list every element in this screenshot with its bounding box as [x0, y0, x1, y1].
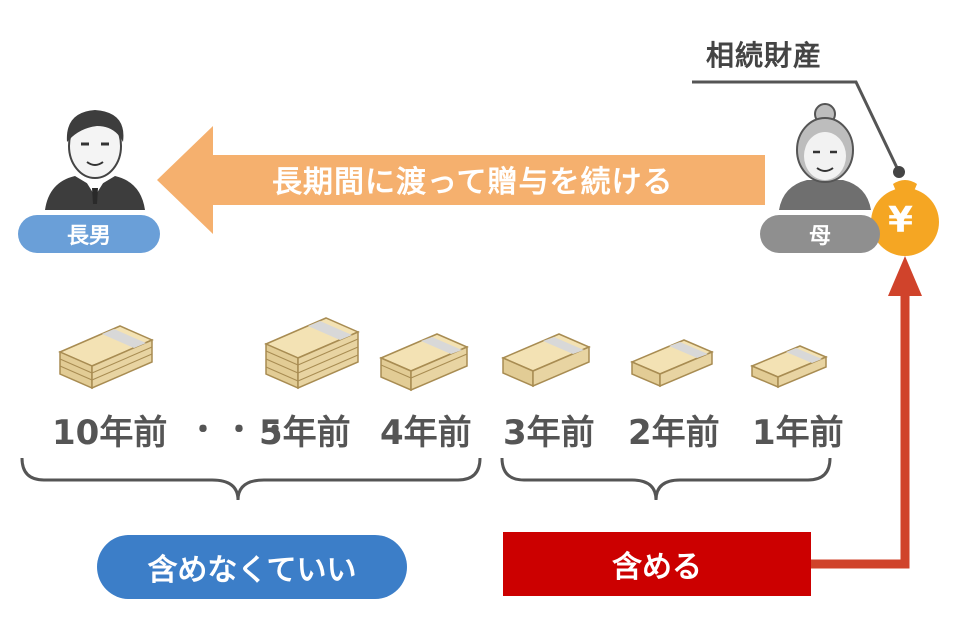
bills-3y-icon: [501, 333, 591, 388]
bills-4y-icon: [379, 333, 469, 392]
bills-10y-icon: [58, 325, 154, 390]
year-3: 3年前: [503, 413, 595, 453]
brace-included: [500, 457, 832, 501]
year-10: 10年前: [52, 413, 168, 453]
ellipsis: ・・・: [188, 413, 296, 448]
mother-avatar-icon: [779, 103, 871, 210]
bills-1y-icon: [750, 345, 828, 389]
leader-dot: [893, 166, 905, 178]
return-arrow-head: [888, 256, 922, 296]
estate-label: 相続財産: [706, 39, 823, 72]
yen-symbol: ¥: [888, 200, 914, 241]
gift-arrow: [157, 126, 765, 234]
son-label: 長男: [18, 215, 160, 253]
year-1: 1年前: [752, 413, 844, 453]
estate-leader-line: [692, 80, 901, 173]
year-4: 4年前: [380, 413, 472, 453]
son-avatar-icon: [45, 110, 145, 210]
bills-2y-icon: [630, 339, 714, 388]
bills-5y-icon: [264, 317, 360, 390]
return-arrow-line: [811, 292, 910, 569]
excluded-group-label: 含めなくていい: [97, 535, 407, 599]
moneybag-icon: [871, 180, 939, 256]
year-5: 5年前: [259, 413, 351, 453]
brace-excluded: [20, 457, 482, 501]
year-2: 2年前: [628, 413, 720, 453]
mother-label: 母: [760, 215, 880, 253]
included-group-label: 含める: [503, 532, 811, 596]
gift-arrow-text: 長期間に渡って贈与を続ける: [272, 165, 674, 200]
